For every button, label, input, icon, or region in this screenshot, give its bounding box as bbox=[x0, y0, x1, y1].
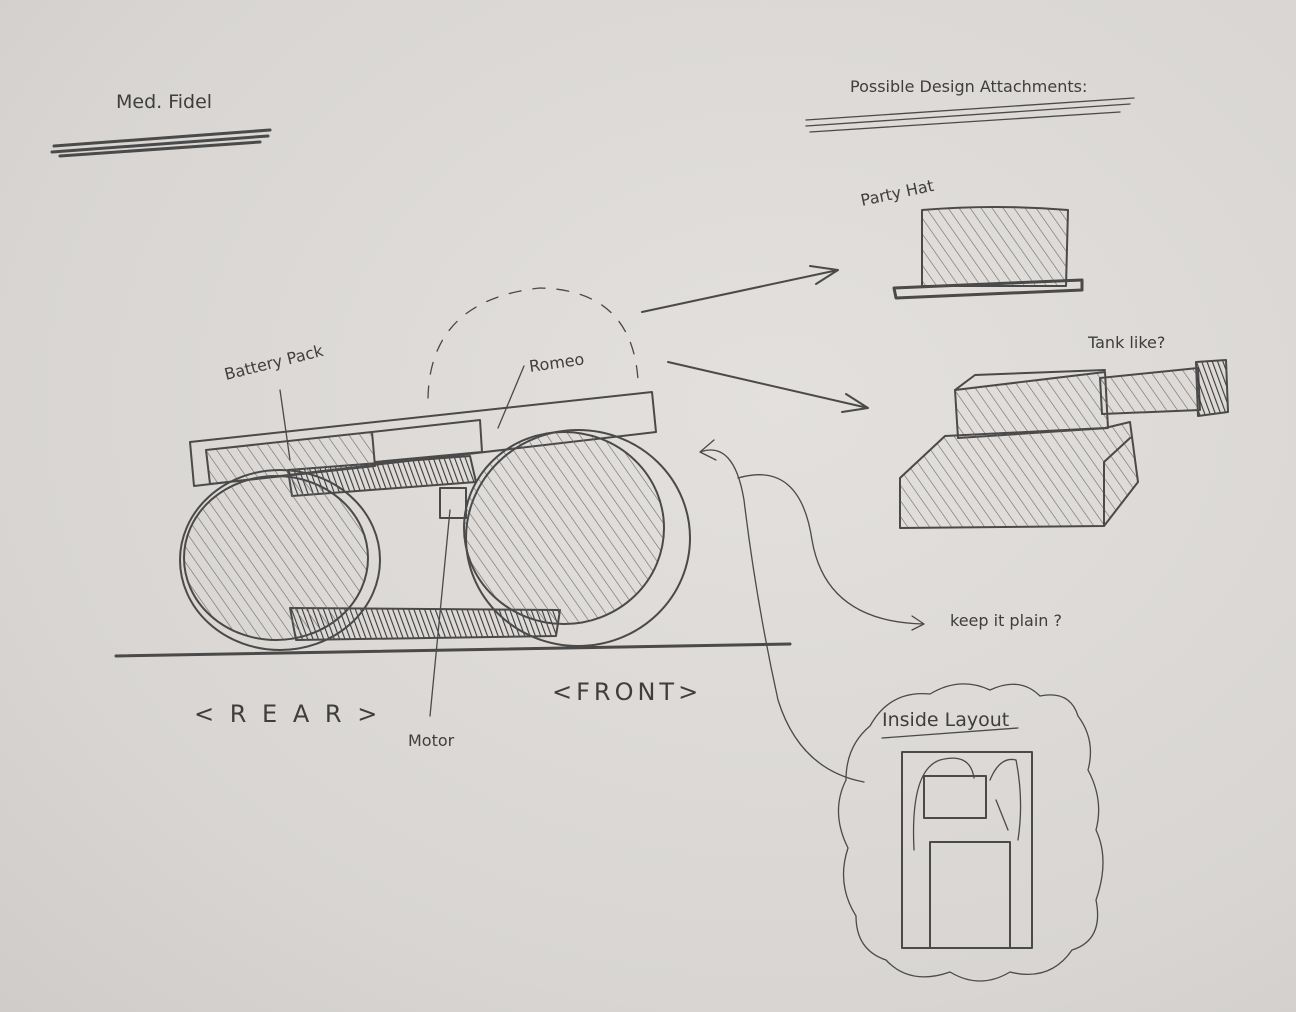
arrow-to-tank bbox=[667, 361, 869, 413]
inside-layout-label: Inside Layout bbox=[882, 709, 1009, 731]
arrow-keep-plain bbox=[737, 474, 925, 631]
inside-romeo-box bbox=[923, 775, 987, 819]
title-label: Med. Fidel bbox=[116, 91, 212, 113]
keep-plain-label: keep it plain ? bbox=[950, 611, 1062, 630]
tank-barrel-icon bbox=[1099, 367, 1201, 415]
party-hat-icon bbox=[921, 206, 1069, 287]
tank-like-label: Tank like? bbox=[1087, 333, 1165, 352]
arrow-to-party-hat bbox=[641, 265, 839, 313]
chassis-frame bbox=[189, 391, 657, 487]
attachments-heading: Possible Design Attachments: bbox=[850, 77, 1087, 96]
party-hat-label: Party Hat bbox=[859, 176, 936, 210]
heading-underline bbox=[805, 97, 1135, 133]
romeo-label: Romeo bbox=[528, 349, 586, 376]
inside-layout-bubble bbox=[837, 683, 1104, 982]
rear-label: < R E A R > bbox=[194, 700, 381, 728]
party-hat-brim bbox=[892, 278, 1084, 300]
ground-line bbox=[114, 642, 792, 658]
battery-pack-icon bbox=[205, 431, 376, 485]
motor-label: Motor bbox=[408, 731, 455, 750]
dome-outline bbox=[427, 287, 639, 399]
motor-icon bbox=[439, 487, 467, 519]
inside-layout-frame bbox=[901, 751, 1033, 949]
romeo-board-icon bbox=[371, 419, 483, 463]
inside-battery-box bbox=[929, 841, 1011, 949]
front-label: <FRONT> bbox=[552, 678, 702, 706]
rear-wheel-icon bbox=[183, 475, 369, 641]
inside-wires bbox=[912, 757, 1022, 851]
tank-body-icon bbox=[899, 421, 1139, 529]
arrow-inside-to-body bbox=[699, 439, 865, 783]
front-wheel-icon bbox=[463, 431, 665, 625]
title-underline bbox=[50, 128, 272, 158]
battery-pack-label: Battery Pack bbox=[222, 341, 325, 384]
